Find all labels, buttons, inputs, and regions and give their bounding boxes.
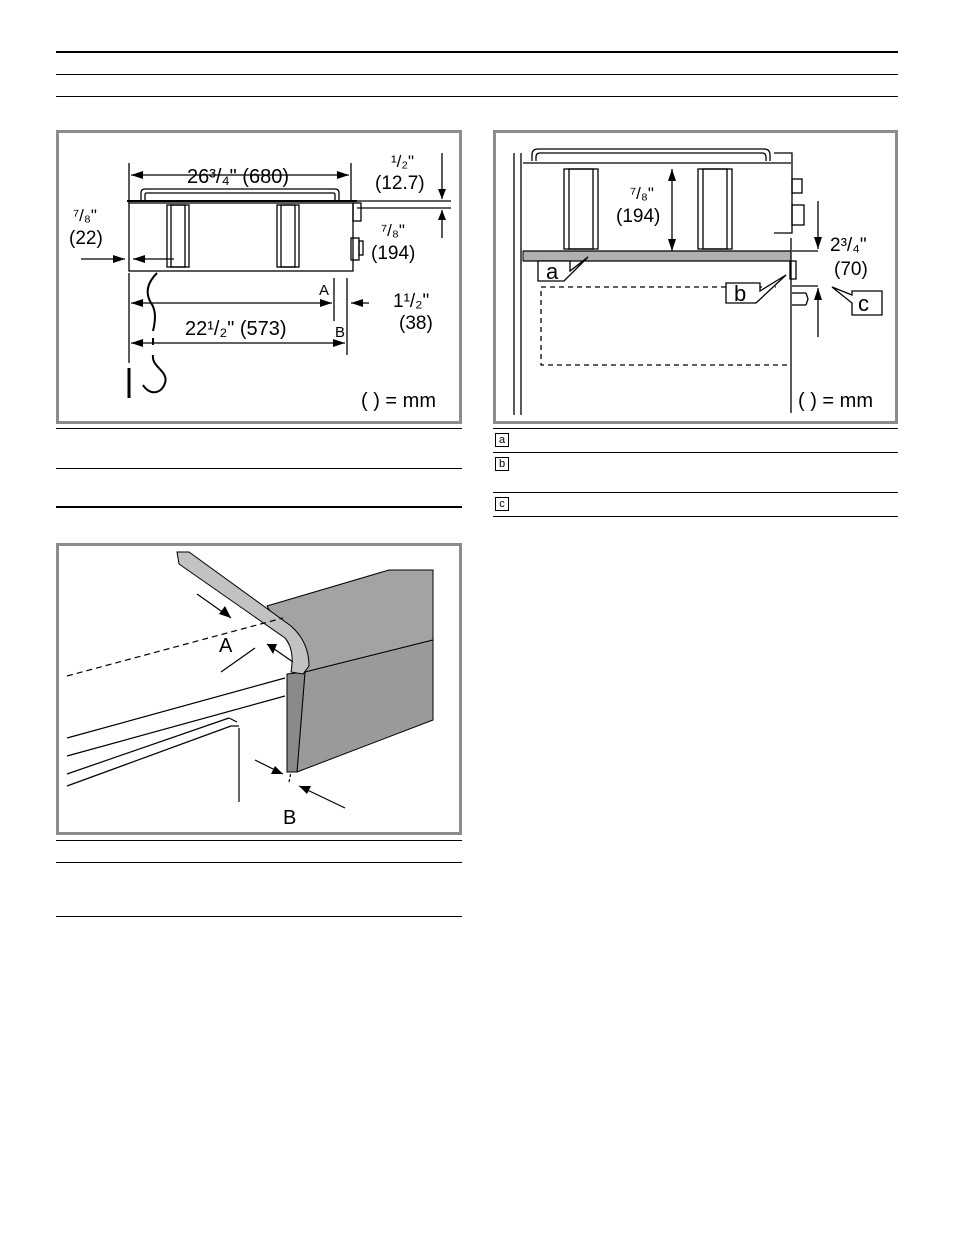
figure-3-drawing: A B: [66, 551, 434, 829]
fig3-legend-end: [56, 916, 462, 917]
fig2-legend: a b c: [493, 428, 898, 518]
fig2-side-fraction-label: 2³/₄": [830, 235, 867, 256]
figure-dimensions-side: a b c ⁷/₈" (194) 2³/₄" (70) ( ) = mm: [493, 130, 898, 424]
legend-row-b: b: [493, 452, 898, 493]
fig2-height-mm-label: (194): [616, 206, 660, 227]
header-rule-1: [56, 74, 898, 75]
figure-2-drawing: a b c ⁷/₈" (194) 2³/₄" (70) ( ) = mm: [513, 148, 883, 415]
fig1-right-fraction-label: 1¹/₂": [393, 291, 429, 312]
fig1-label-a: A: [319, 282, 329, 299]
header-rule-2: [56, 96, 898, 97]
fig3-label-a: A: [219, 635, 233, 657]
fig1-height-fraction-label: ⁷/₈": [381, 221, 405, 240]
figure-1-drawing: 26³/₄" (680) ¹/₂" (12.7) ⁷/₈" (22) ⁷/₈" …: [69, 152, 451, 412]
fig3-legend-row: [56, 862, 462, 917]
header-rule-thick: [56, 51, 898, 53]
fig3-legend: [56, 840, 462, 920]
legend-row-a: a: [493, 428, 898, 453]
legend-key-a: a: [495, 433, 509, 447]
fig1-right-mm-label: (38): [399, 313, 433, 334]
fig1-left-mm-label: (22): [69, 228, 103, 249]
fig1-height-mm-label: (194): [371, 243, 415, 264]
fig1-legend: [56, 428, 462, 510]
fig1-units-note: ( ) = mm: [361, 390, 436, 412]
fig1-legend-row: [56, 468, 462, 507]
fig1-top-fraction-label: ¹/₂": [391, 152, 414, 171]
cooktop-body-outline: [128, 202, 354, 272]
fig3-label-b: B: [283, 807, 296, 829]
figure-dimensions-front: 26³/₄" (680) ¹/₂" (12.7) ⁷/₈" (22) ⁷/₈" …: [56, 130, 462, 424]
fig2-units-note: ( ) = mm: [798, 390, 873, 412]
fig1-label-b: B: [335, 324, 345, 341]
counter-strip: [522, 250, 792, 262]
fig1-overall-width-label: 26³/₄" (680): [187, 166, 289, 188]
fig2-height-fraction-label: ⁷/₈": [630, 184, 654, 203]
fig1-left-fraction-label: ⁷/₈": [73, 206, 97, 225]
fig2-side-mm-label: (70): [834, 259, 868, 280]
callout-a: a: [546, 259, 559, 284]
legend-key-b: b: [495, 457, 509, 471]
fig2-legend-end: [493, 516, 898, 517]
fig1-legend-row: [56, 428, 462, 469]
fig1-width-label: 22¹/₂" (573): [185, 318, 287, 340]
figure-countertop-edge: A B: [56, 543, 462, 835]
fig3-legend-row: [56, 840, 462, 863]
legend-row-c: c: [493, 492, 898, 517]
callout-c: c: [858, 291, 869, 316]
callout-b: b: [734, 281, 746, 306]
fig1-legend-end: [56, 506, 462, 508]
fig1-top-mm-label: (12.7): [375, 173, 425, 194]
legend-key-c: c: [495, 497, 509, 511]
